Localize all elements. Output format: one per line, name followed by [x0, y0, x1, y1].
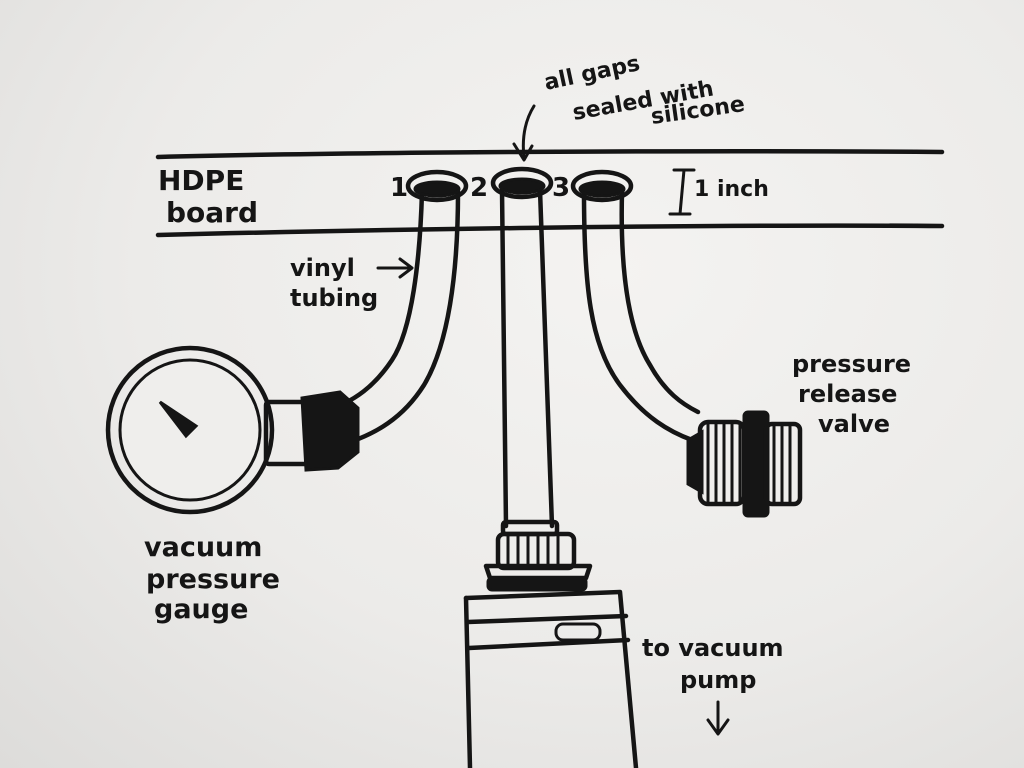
- port-1-label: 1: [390, 173, 408, 203]
- valve-label-line1: pressure: [792, 350, 911, 378]
- valve-inlet-collar: [686, 429, 704, 495]
- valve-label-line2: release: [798, 380, 897, 408]
- tube-2: [499, 187, 555, 529]
- tube-1-outer-wall: [319, 189, 425, 415]
- pump-washer: [483, 563, 593, 581]
- vinyl-label-line2: tubing: [290, 284, 378, 312]
- gauge-label-line1: vacuum: [144, 532, 262, 563]
- tube-3-outer-wall: [581, 189, 695, 443]
- board-bottom-edge: [155, 223, 945, 238]
- gauge-label-line2: pressure: [146, 564, 280, 595]
- pump-mid-band: [466, 637, 631, 651]
- gauge-inner-ring: [118, 358, 262, 502]
- board-label-line2: board: [166, 196, 258, 229]
- vinyl-label-line1: vinyl: [290, 254, 355, 282]
- pump-label-line2: pump: [680, 666, 756, 694]
- port-3-seal: [578, 180, 626, 198]
- port-1-seal: [413, 180, 461, 198]
- port-2-seal: [498, 177, 546, 195]
- hdpe-board: [155, 148, 945, 238]
- port-1-hole: [405, 169, 469, 203]
- tube-3-inner-wall: [619, 189, 701, 415]
- valve-knob-right: [763, 421, 803, 507]
- board-top-edge: [155, 148, 945, 160]
- port-3-label: 3: [552, 173, 570, 203]
- pump-connector-ridges: [506, 534, 560, 568]
- vinyl-arrowhead-icon: [398, 257, 414, 279]
- tube-1: [319, 189, 461, 451]
- gauge-fitting: [300, 390, 360, 472]
- pump-label-line1: to vacuum: [642, 634, 784, 662]
- port-3-hole: [570, 169, 634, 203]
- port-holes: [405, 166, 634, 203]
- pump-arrowhead-icon: [706, 718, 730, 736]
- valve-knob-left-ridges: [706, 422, 742, 504]
- gauge-label-line3: gauge: [154, 594, 248, 625]
- thickness-label: 1 inch: [694, 177, 769, 202]
- pump-switch: [554, 622, 602, 642]
- pump-top-band: [465, 613, 629, 625]
- board-label-line1: HDPE: [158, 164, 244, 197]
- tube-2-left-wall: [499, 187, 509, 529]
- sealed-label-line1: all gaps: [542, 51, 642, 96]
- gauge-needle-icon: [158, 400, 199, 439]
- pump-body-left: [463, 595, 473, 768]
- port-2-hole: [490, 166, 554, 200]
- vacuum-gauge: [105, 345, 360, 515]
- pump-gasket: [486, 576, 588, 592]
- valve-knob-right-ridges: [772, 424, 792, 504]
- pressure-release-valve: [686, 410, 803, 518]
- annotations: [376, 104, 730, 736]
- vacuum-pump: [463, 519, 639, 768]
- pump-body-right: [463, 589, 639, 768]
- port-2-label: 2: [470, 173, 488, 203]
- sealed-arrowhead-icon: [512, 142, 534, 162]
- thickness-bar: [678, 168, 686, 216]
- gauge-outer-ring: [105, 345, 275, 515]
- tube-3: [581, 189, 701, 443]
- tube-1-inner-wall: [327, 189, 461, 451]
- tube-2-right-wall: [537, 187, 555, 529]
- valve-label-line3: valve: [818, 410, 890, 438]
- sealed-arrow-icon: [521, 104, 536, 160]
- labels: HDPE board 1 2 3 1 inch all gaps sealed …: [144, 51, 911, 694]
